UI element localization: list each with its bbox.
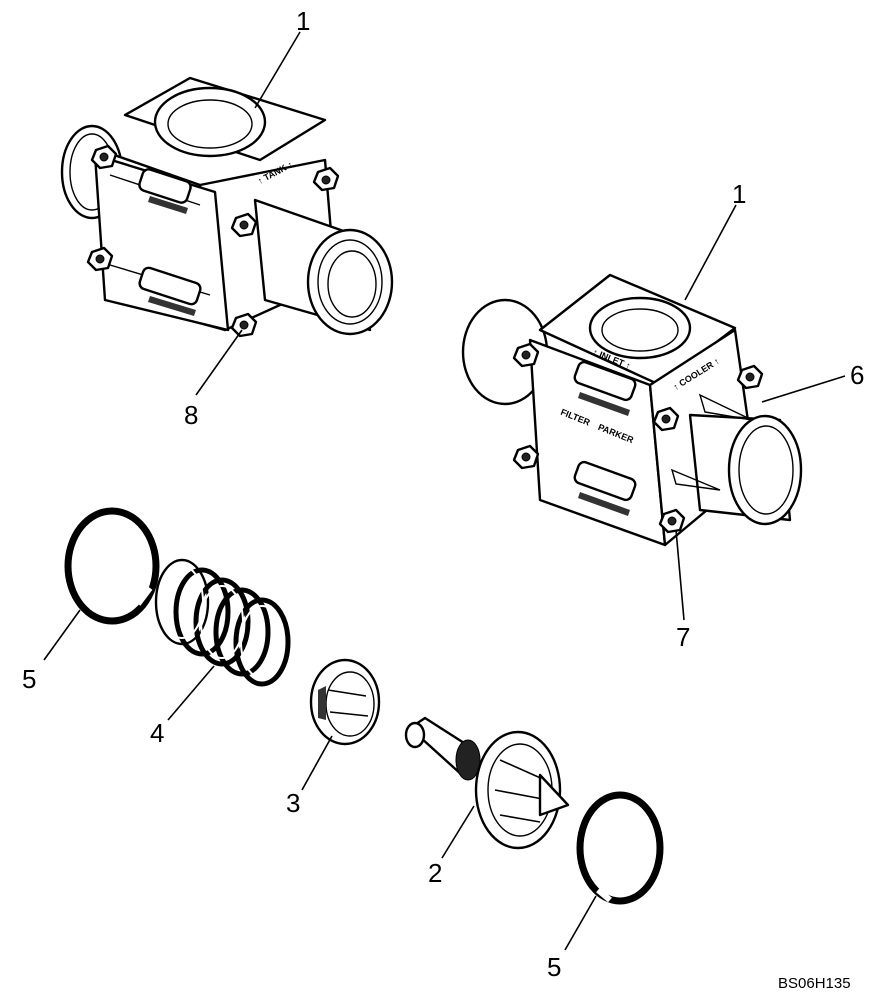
callout-4: 4 xyxy=(150,718,164,748)
callout-7: 7 xyxy=(676,622,690,652)
reference-code: BS06H135 xyxy=(778,975,851,992)
bolt-icon xyxy=(512,342,540,368)
bolt-icon xyxy=(312,166,340,192)
bolt-icon xyxy=(736,364,764,390)
callout-3: 3 xyxy=(286,788,300,818)
retaining-ring-upper xyxy=(64,507,160,625)
bolt-icon xyxy=(512,444,540,470)
bolt-icon xyxy=(652,406,680,432)
bolt-icon xyxy=(230,312,258,338)
thermostat-valve xyxy=(404,716,570,850)
housing-right: ↑ COOLER ↑ ↑ INLET ↑ PARKER FILTER xyxy=(461,273,803,547)
bolt-icon xyxy=(658,508,686,534)
callout-6: 6 xyxy=(850,360,864,390)
callouts: 1 1 2 3 4 5 5 6 7 8 xyxy=(22,6,864,982)
spring xyxy=(154,558,291,687)
callout-1-left-housing: 1 xyxy=(296,6,310,36)
callout-5-lower: 5 xyxy=(547,952,561,982)
bolt-icon xyxy=(90,144,118,170)
leader-lines xyxy=(43,31,846,951)
bolt-icon xyxy=(86,246,114,272)
callout-1-right-housing: 1 xyxy=(732,179,746,209)
callout-5-upper: 5 xyxy=(22,664,36,694)
bolt-icon xyxy=(230,212,258,238)
callout-2: 2 xyxy=(428,858,442,888)
housing-left: ↑ TANK ↑ xyxy=(60,76,394,338)
spring-seat xyxy=(309,658,381,746)
retaining-ring-lower xyxy=(576,791,664,905)
callout-8: 8 xyxy=(184,400,198,430)
